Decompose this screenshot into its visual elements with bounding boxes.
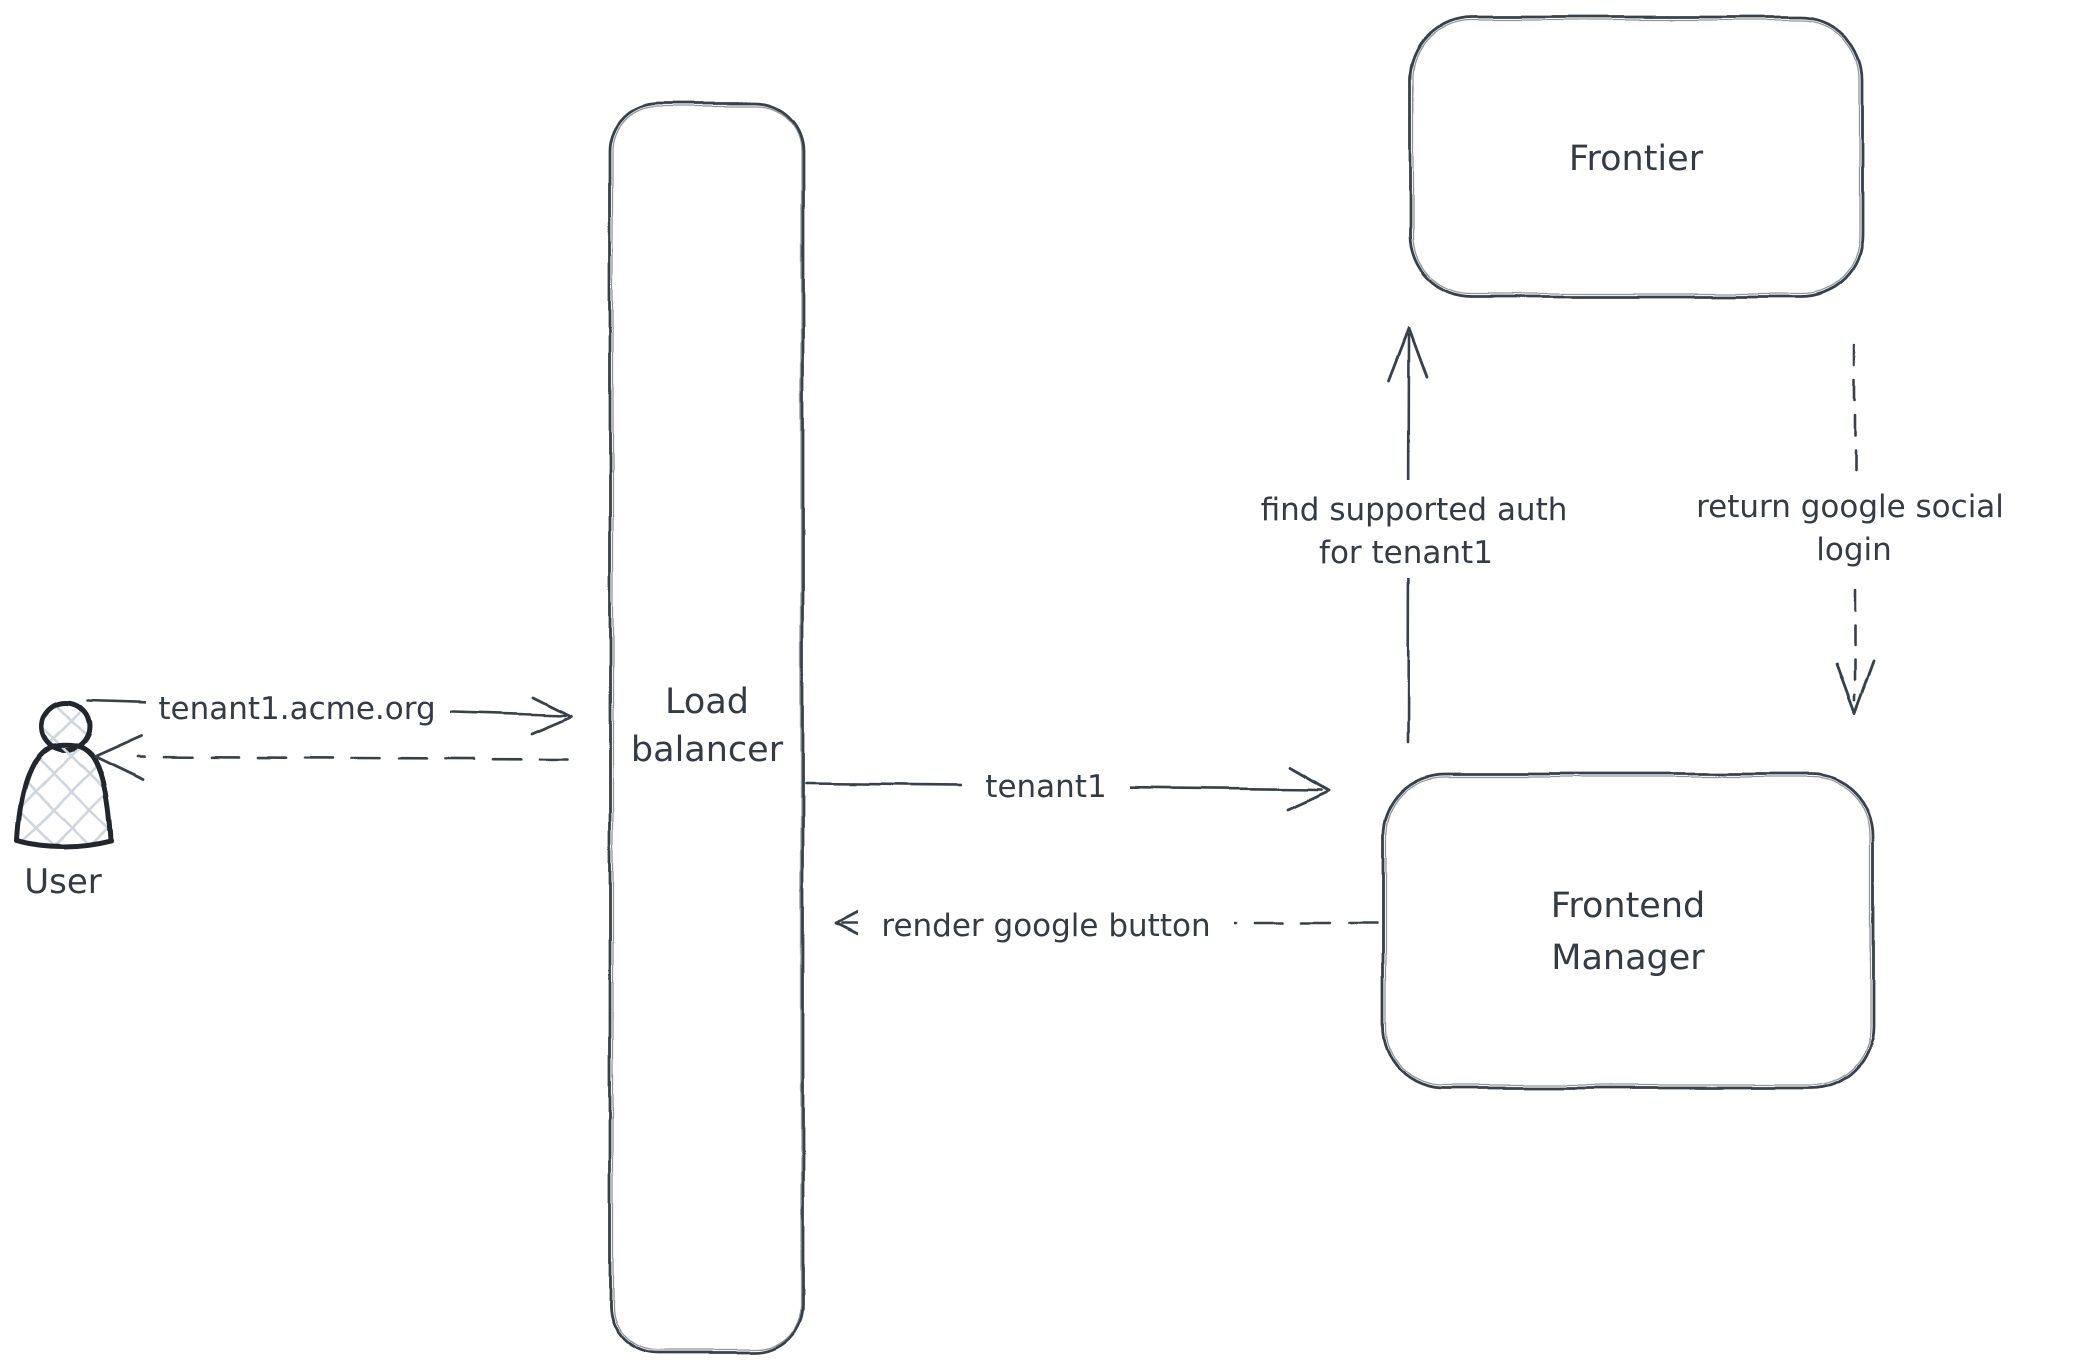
arrow-label-tenant1: tenant1 (985, 769, 1106, 805)
frontend-manager-box (1381, 772, 1875, 1090)
arrow-label-bg (1202, 480, 1626, 578)
frontier-node (1408, 15, 1865, 299)
load-balancer-box-overdraw (612, 105, 802, 1351)
frontend-manager-node (1381, 772, 1875, 1090)
frontier-label: Frontier (1569, 139, 1704, 179)
frontier-box (1408, 15, 1865, 299)
arrow-label-render-google-button: render google button (881, 908, 1210, 944)
frontend-manager-box-overdraw (1385, 776, 1871, 1086)
arrow-label-find-supported-auth-line2: for tenant1 (1319, 535, 1493, 571)
arrow-label-bg (962, 760, 1130, 810)
arrow-label-tenant1-acme-org: tenant1.acme.org (158, 691, 435, 727)
user-icon-body (14, 742, 114, 850)
arrow-label-bg (1652, 478, 2048, 576)
frontend-manager-label-line1: Frontend (1551, 886, 1705, 926)
arrow-label-find-supported-auth-line1: find supported auth (1261, 492, 1568, 528)
arrow-label-return-google-social-line1: return google social (1696, 489, 2004, 525)
user-label: User (24, 862, 102, 902)
load-balancer-node (608, 101, 805, 1355)
arrow-label-bg (858, 896, 1234, 948)
load-balancer-box (608, 101, 805, 1355)
frontend-manager-label-line2: Manager (1551, 938, 1705, 978)
load-balancer-label-line1: Load (665, 682, 749, 722)
load-balancer-label-line2: balancer (631, 730, 784, 770)
user-icon (14, 699, 114, 850)
arrow-label-return-google-social-line2: login (1816, 532, 1892, 568)
arrow-label-bg (146, 680, 450, 728)
arrow-load-balancer-to-user (93, 734, 570, 782)
frontier-box-overdraw (1412, 19, 1861, 295)
